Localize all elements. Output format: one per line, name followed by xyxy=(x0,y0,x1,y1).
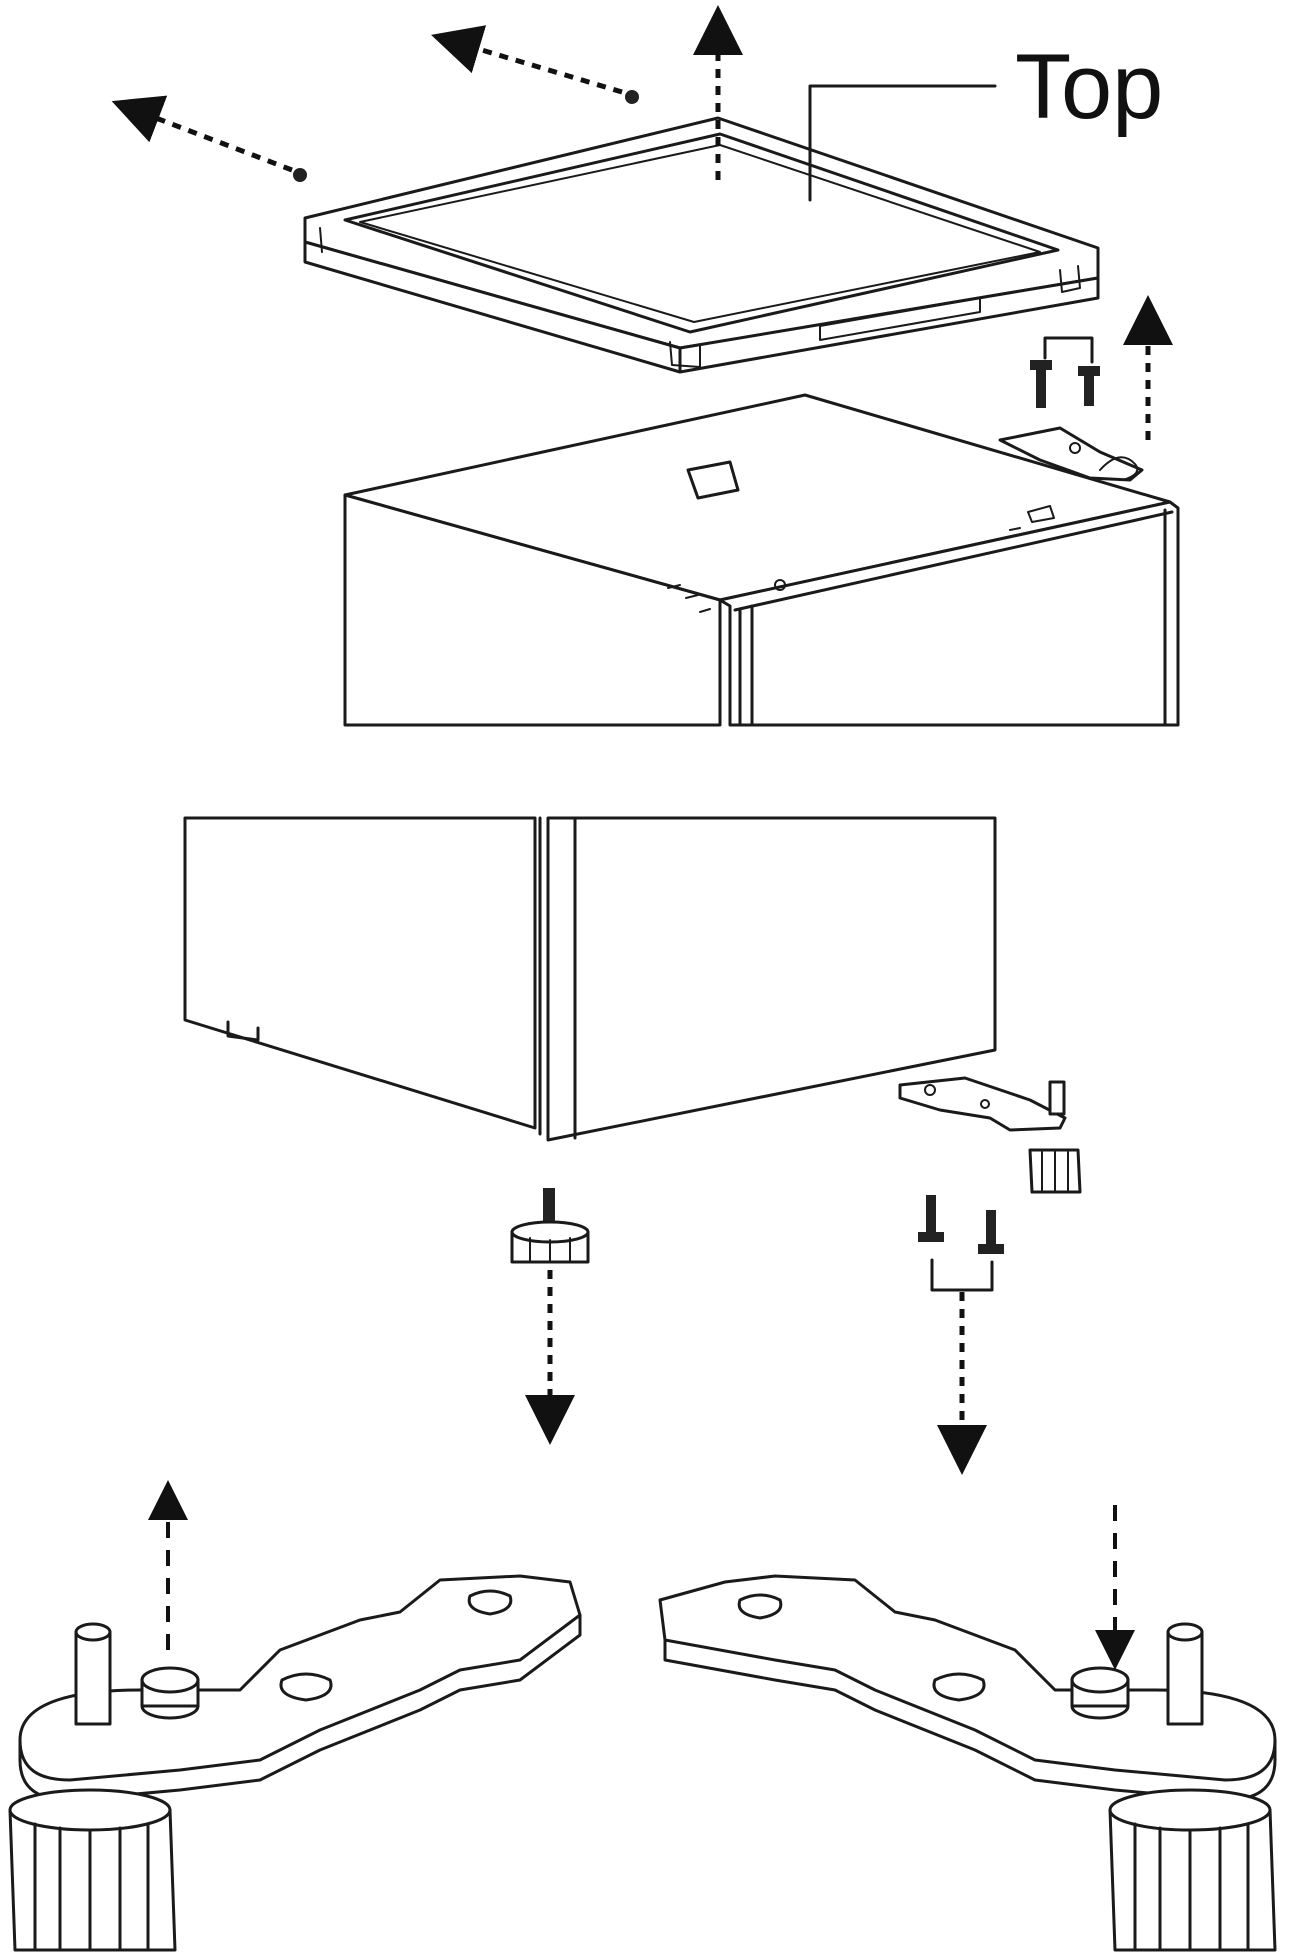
top-hinge-assembly xyxy=(998,295,1173,482)
leveling-foot-left xyxy=(510,1188,590,1445)
screw-icon xyxy=(986,1210,996,1248)
arrow-left-icon xyxy=(111,95,293,173)
hinge-bracket-icon xyxy=(18,1574,582,1782)
screw-left xyxy=(293,168,307,182)
detail-hinge-left xyxy=(8,1480,582,1952)
screw-right xyxy=(625,90,639,104)
screw-icon xyxy=(926,1195,936,1239)
cabinet-upper xyxy=(343,393,1180,727)
top-cover-panel xyxy=(303,116,1100,374)
bottom-hinge-screws xyxy=(918,1195,1004,1475)
arrow-left-icon xyxy=(431,25,623,95)
top-label: Top xyxy=(1015,36,1163,138)
cabinet-lower xyxy=(183,816,997,1142)
screw-icon xyxy=(543,1188,555,1228)
screw-icon xyxy=(1084,366,1094,406)
bottom-hinge-on-cabinet xyxy=(898,1076,1082,1194)
hinge-bracket-icon xyxy=(998,426,1144,482)
top-callout: Top xyxy=(808,36,1163,202)
screw-icon xyxy=(293,168,307,182)
hinge-bracket-icon xyxy=(658,1574,1277,1782)
screw-icon xyxy=(625,90,639,104)
screw-icon xyxy=(1036,360,1046,408)
hinge-bracket-icon xyxy=(898,1076,1067,1132)
detail-hinge-right xyxy=(658,1505,1277,1952)
